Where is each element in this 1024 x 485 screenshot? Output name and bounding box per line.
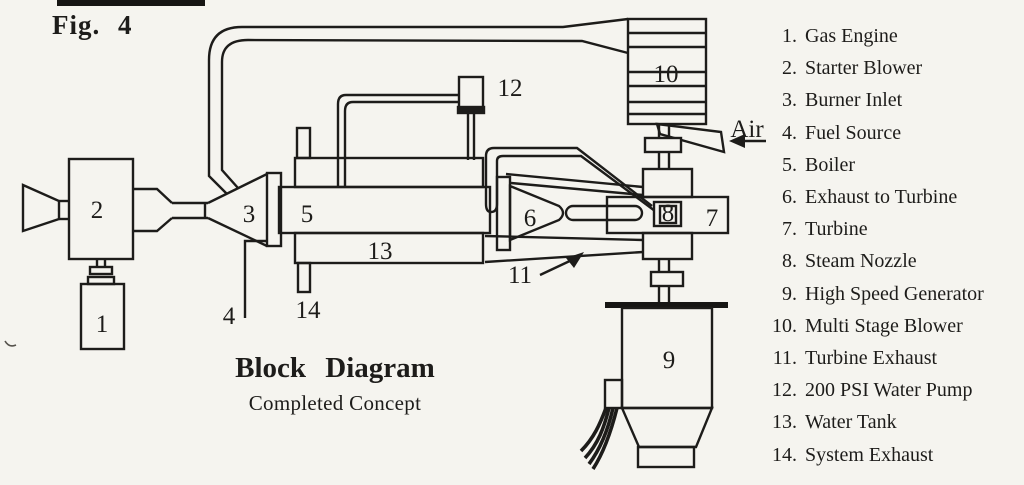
diagram-title: Block Diagram: [235, 352, 435, 384]
component-legend: 1. Gas Engine 2. Starter Blower 3. Burner I…: [762, 20, 1020, 471]
legend-label: High Speed Generator: [805, 282, 984, 305]
legend-number: 4.: [782, 121, 797, 144]
legend-item-2: 2. Starter Blower: [762, 52, 1020, 84]
supply-pipe: [207, 17, 629, 195]
generator-cables: [579, 407, 619, 470]
legend-label: Multi Stage Blower: [805, 314, 963, 337]
legend-label: Turbine: [805, 218, 868, 241]
legend-item-13: 13. Water Tank: [762, 406, 1020, 438]
turbine: [605, 124, 730, 302]
legend-number: 6.: [782, 186, 797, 209]
legend-number: 1.: [782, 25, 797, 47]
air-inlet: [655, 122, 766, 154]
legend-item-14: 14. System Exhaust: [762, 439, 1020, 471]
legend-number: 10.: [772, 314, 797, 337]
legend-label: Turbine Exhaust: [805, 347, 938, 370]
water-tank: [293, 231, 485, 265]
turbine-exhaust: [484, 234, 644, 277]
air-label: Air: [730, 116, 764, 143]
legend-item-9: 9. High Speed Generator: [762, 278, 1020, 310]
scan-mark: [4, 340, 17, 347]
legend-number: 11.: [772, 347, 797, 370]
legend-label: 200 PSI Water Pump: [805, 379, 973, 402]
legend-label: Fuel Source: [805, 121, 902, 144]
component-number-2: 2: [91, 197, 104, 224]
burner-inlet: [172, 171, 283, 248]
component-number-6: 6: [524, 205, 537, 232]
legend-label: Burner Inlet: [805, 89, 903, 112]
component-number-labels: 1 2 3 4 5 6 7 8 9 10 11 12 13 14 Air: [91, 61, 765, 374]
legend-label: Exhaust to Turbine: [805, 186, 958, 209]
steam-nozzle: [652, 200, 683, 228]
legend-number: 13.: [772, 411, 797, 434]
legend-item-10: 10. Multi Stage Blower: [762, 310, 1020, 342]
legend-number: 5.: [782, 153, 797, 176]
legend-label: Steam Nozzle: [805, 250, 917, 273]
legend-number: 2.: [782, 57, 797, 80]
legend-label: Gas Engine: [805, 25, 898, 47]
component-number-5: 5: [301, 201, 314, 228]
legend-number: 3.: [782, 89, 797, 112]
legend-item-11: 11. Turbine Exhaust: [762, 342, 1020, 374]
legend-item-12: 12. 200 PSI Water Pump: [762, 374, 1020, 406]
legend-item-1: 1. Gas Engine: [762, 20, 1020, 52]
high-speed-generator: [579, 302, 728, 470]
diagram-caption: Block Diagram Completed Concept: [200, 352, 470, 416]
component-number-12: 12: [498, 75, 523, 102]
component-number-14: 14: [296, 297, 322, 324]
component-number-8: 8: [662, 200, 675, 227]
legend-item-3: 3. Burner Inlet: [762, 84, 1020, 116]
component-number-3: 3: [243, 201, 256, 228]
component-number-11: 11: [508, 262, 532, 289]
legend-item-4: 4. Fuel Source: [762, 117, 1020, 149]
legend-label: Starter Blower: [805, 57, 923, 80]
component-number-7: 7: [706, 205, 719, 232]
legend-number: 12.: [772, 379, 797, 402]
diagram-subtitle: Completed Concept: [248, 391, 422, 415]
legend-item-7: 7. Turbine: [762, 213, 1020, 245]
gas-engine: [79, 259, 126, 351]
multi-stage-blower: [626, 17, 708, 126]
scan-artifact-bar: [57, 0, 205, 6]
fuel-source-line: [243, 239, 267, 318]
exhaust-to-turbine: [495, 172, 644, 252]
legend-label: Water Tank: [805, 411, 897, 434]
component-number-13: 13: [368, 238, 393, 265]
component-number-1: 1: [96, 311, 109, 338]
legend-item-6: 6. Exhaust to Turbine: [762, 181, 1020, 213]
legend-number: 14.: [772, 443, 797, 466]
figure-label: Fig. 4: [52, 10, 133, 40]
system-exhaust-stub: [296, 261, 312, 294]
starter-blower: [21, 157, 173, 261]
legend-number: 9.: [782, 282, 797, 305]
legend-item-5: 5. Boiler: [762, 149, 1020, 181]
legend-item-8: 8. Steam Nozzle: [762, 245, 1020, 277]
component-number-9: 9: [663, 347, 676, 374]
legend-label: Boiler: [805, 153, 855, 176]
component-number-10: 10: [654, 61, 679, 88]
water-pump: [336, 75, 486, 187]
component-number-4: 4: [223, 303, 236, 330]
legend-label: System Exhaust: [805, 443, 934, 466]
legend-number: 7.: [782, 218, 797, 241]
legend-number: 8.: [782, 250, 797, 273]
